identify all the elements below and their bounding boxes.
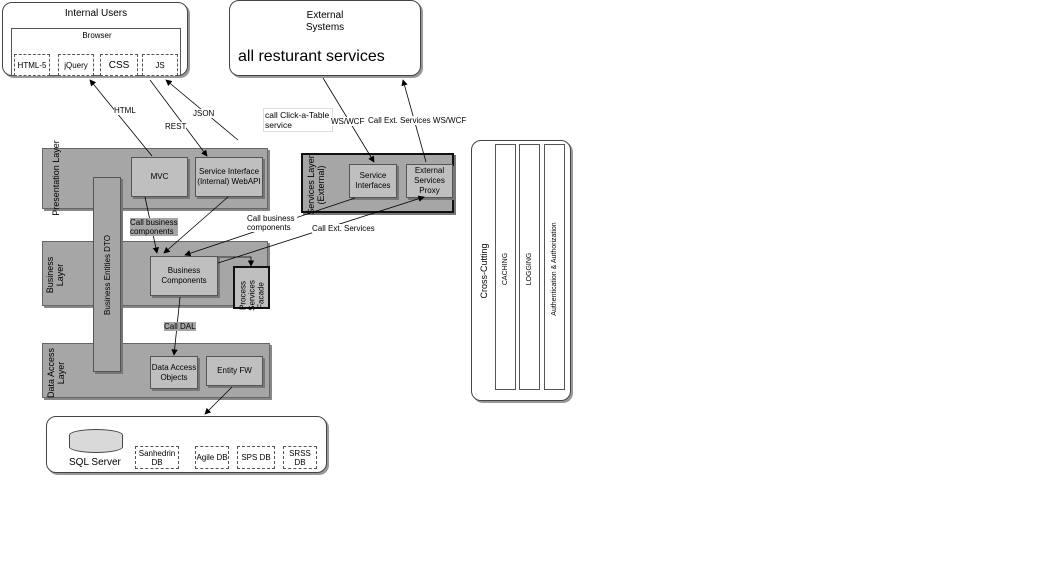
- arrow-webapi-to-business: [163, 196, 229, 254]
- css-item: CSS: [100, 54, 138, 76]
- browser-box: Browser HTML-5 jQuery CSS JS: [11, 28, 181, 76]
- process-services-facade-box: Process Services Facade: [233, 266, 270, 311]
- label-rest: REST: [165, 122, 187, 131]
- js-item: JS: [142, 54, 178, 76]
- data-access-layer: Data Access Layer Data Access Objects En…: [42, 343, 270, 398]
- label-ws-wcf: WS/WCF: [331, 117, 365, 126]
- cross-cutting-box: Cross-Cutting CACHING LOGGING Authentica…: [471, 140, 571, 401]
- sql-server-label: SQL Server: [69, 457, 121, 468]
- sps-db: SPS DB: [237, 446, 275, 469]
- arrow-mvc-to-browser: [89, 79, 153, 157]
- business-components-box: Business Components: [150, 256, 218, 296]
- label-call-dal: Call DAL: [164, 322, 196, 331]
- internal-users-title: Internal Users: [64, 8, 128, 19]
- label-call-business-2: Call business components: [247, 214, 297, 232]
- business-entities-dto-bar: Business Entities DTO: [93, 177, 121, 372]
- arrow-business-to-facade: [218, 256, 255, 267]
- service-interfaces-box: Service Interfaces: [349, 164, 397, 198]
- entity-fw-box: Entity FW: [206, 356, 263, 386]
- arrow-browser-to-webapi: [149, 79, 208, 157]
- auth-column: Authentication & Authorization: [544, 144, 565, 390]
- label-json: JSON: [193, 109, 215, 118]
- external-systems-title: External Systems: [305, 10, 345, 33]
- arrow-entityfw-to-db: [204, 386, 233, 415]
- presentation-layer: Presentation Layer MVC Service Interface…: [42, 140, 268, 216]
- external-systems-box: External Systems all resturant services: [229, 0, 421, 76]
- database-box: SQL Server Sanhedrin DB Agile DB SPS DB …: [46, 416, 327, 473]
- data-access-objects-box: Data Access Objects: [150, 356, 198, 389]
- agile-db: Agile DB: [195, 446, 229, 469]
- label-call-click-a-table: call Click-a-Table service: [263, 108, 333, 132]
- sql-server-cylinder: [69, 429, 123, 453]
- browser-label: Browser: [82, 31, 112, 40]
- services-layer: Services Layer (External) Service Interf…: [301, 153, 454, 215]
- external-services-proxy-box: External Services Proxy: [406, 164, 453, 198]
- mvc-box: MVC: [131, 157, 188, 197]
- logging-column: LOGGING: [519, 144, 540, 390]
- resturant-services-text: all resturant services: [238, 48, 385, 65]
- srss-db: SRSS DB: [283, 446, 317, 469]
- jquery-item: jQuery: [58, 54, 94, 76]
- service-interface-box: Service Interface (Internal) WebAPI: [195, 157, 263, 197]
- html5-item: HTML-5: [14, 54, 50, 76]
- label-call-ext-services: Call Ext. Services: [312, 224, 375, 233]
- caching-column: CACHING: [495, 144, 516, 390]
- sanhedrin-db: Sanhedrin DB: [135, 446, 179, 469]
- label-html: HTML: [114, 106, 136, 115]
- label-call-business-1: Call business components: [130, 218, 178, 236]
- internal-users-box: Internal Users Browser HTML-5 jQuery CSS…: [2, 2, 188, 76]
- label-call-ext-services-ws: Call Ext. Services WS/WCF: [368, 116, 467, 125]
